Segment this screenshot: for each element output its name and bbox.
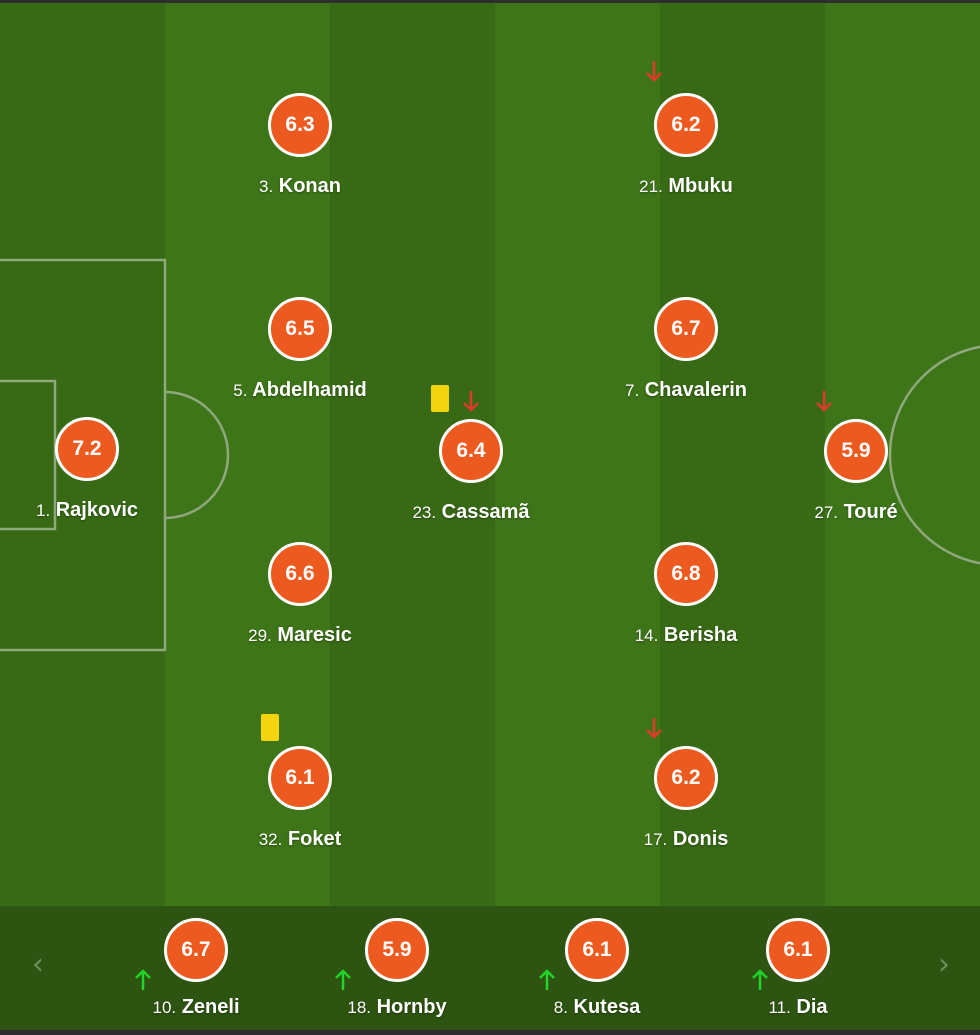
rating-badge: 6.7 — [654, 297, 718, 361]
bottom-border — [0, 1030, 980, 1035]
rating-badge: 6.5 — [268, 297, 332, 361]
player-name: 3. Konan — [259, 175, 341, 197]
pitch: 7.2 1. Rajkovic 6.3 3. Konan 6.5 5. Abde… — [0, 3, 980, 906]
rating-badge: 6.4 — [439, 419, 503, 483]
player-card[interactable]: 6.8 14. Berisha — [586, 542, 786, 647]
player-name: 14. Berisha — [634, 624, 738, 646]
rating-badge: 6.6 — [268, 542, 332, 606]
player-card[interactable]: 6.7 7. Chavalerin — [586, 297, 786, 402]
yellow-card-icon — [431, 385, 449, 412]
yellow-card-icon — [261, 714, 279, 741]
player-name: 5. Abdelhamid — [233, 379, 367, 401]
player-name: 7. Chavalerin — [624, 379, 747, 401]
rating-badge: 6.2 — [654, 746, 718, 810]
player-name: 10. Zeneli — [152, 996, 240, 1018]
player-card[interactable]: 6.2 21. Mbuku — [586, 93, 786, 198]
arrow-up-icon — [135, 969, 151, 990]
player-card[interactable]: 6.4 23. Cassamã — [371, 419, 571, 524]
player-name: 27. Touré — [814, 501, 898, 523]
player-card[interactable]: 6.5 5. Abdelhamid — [200, 297, 400, 402]
player-card[interactable]: 7.2 1. Rajkovic — [0, 417, 187, 522]
penalty-box — [0, 258, 167, 652]
substitutes-bar: 6.7 10. Zeneli 5.9 18. Hornby 6.1 8. Kut… — [0, 906, 980, 1030]
player-name: 29. Maresic — [248, 624, 352, 646]
rating-badge: 6.3 — [268, 93, 332, 157]
arrow-down-icon — [816, 391, 832, 412]
substitute-card[interactable]: 6.1 11. Dia — [698, 918, 898, 1019]
chevron-left-icon[interactable]: ‹ — [32, 947, 44, 982]
player-card[interactable]: 6.2 17. Donis — [586, 746, 786, 851]
rating-badge: 6.8 — [654, 542, 718, 606]
player-name: 23. Cassamã — [412, 501, 530, 523]
rating-badge: 6.1 — [268, 746, 332, 810]
player-card[interactable]: 6.1 32. Foket — [200, 746, 400, 851]
center-circle — [888, 345, 980, 565]
arrow-down-icon — [646, 718, 662, 739]
player-name: 8. Kutesa — [553, 996, 641, 1018]
arrow-down-icon — [463, 391, 479, 412]
arrow-up-icon — [539, 969, 555, 990]
player-name: 17. Donis — [643, 828, 729, 850]
rating-badge: 6.7 — [164, 918, 228, 982]
player-card[interactable]: 6.6 29. Maresic — [200, 542, 400, 647]
chevron-right-icon[interactable]: › — [938, 947, 950, 982]
rating-badge: 5.9 — [824, 419, 888, 483]
penalty-arc — [164, 390, 230, 520]
player-card[interactable]: 5.9 27. Touré — [756, 419, 956, 524]
rating-badge: 6.1 — [565, 918, 629, 982]
rating-badge: 5.9 — [365, 918, 429, 982]
arrow-down-icon — [646, 61, 662, 82]
substitute-card[interactable]: 6.7 10. Zeneli — [96, 918, 296, 1019]
arrow-up-icon — [752, 969, 768, 990]
player-name: 1. Rajkovic — [35, 499, 138, 521]
player-name: 18. Hornby — [347, 996, 447, 1018]
rating-badge: 6.1 — [766, 918, 830, 982]
rating-badge: 7.2 — [55, 417, 119, 481]
player-name: 11. Dia — [768, 996, 828, 1018]
rating-badge: 6.2 — [654, 93, 718, 157]
player-name: 32. Foket — [258, 828, 342, 850]
player-card[interactable]: 6.3 3. Konan — [200, 93, 400, 198]
substitute-card[interactable]: 6.1 8. Kutesa — [497, 918, 697, 1019]
substitute-card[interactable]: 5.9 18. Hornby — [297, 918, 497, 1019]
player-name: 21. Mbuku — [639, 175, 733, 197]
arrow-up-icon — [335, 969, 351, 990]
